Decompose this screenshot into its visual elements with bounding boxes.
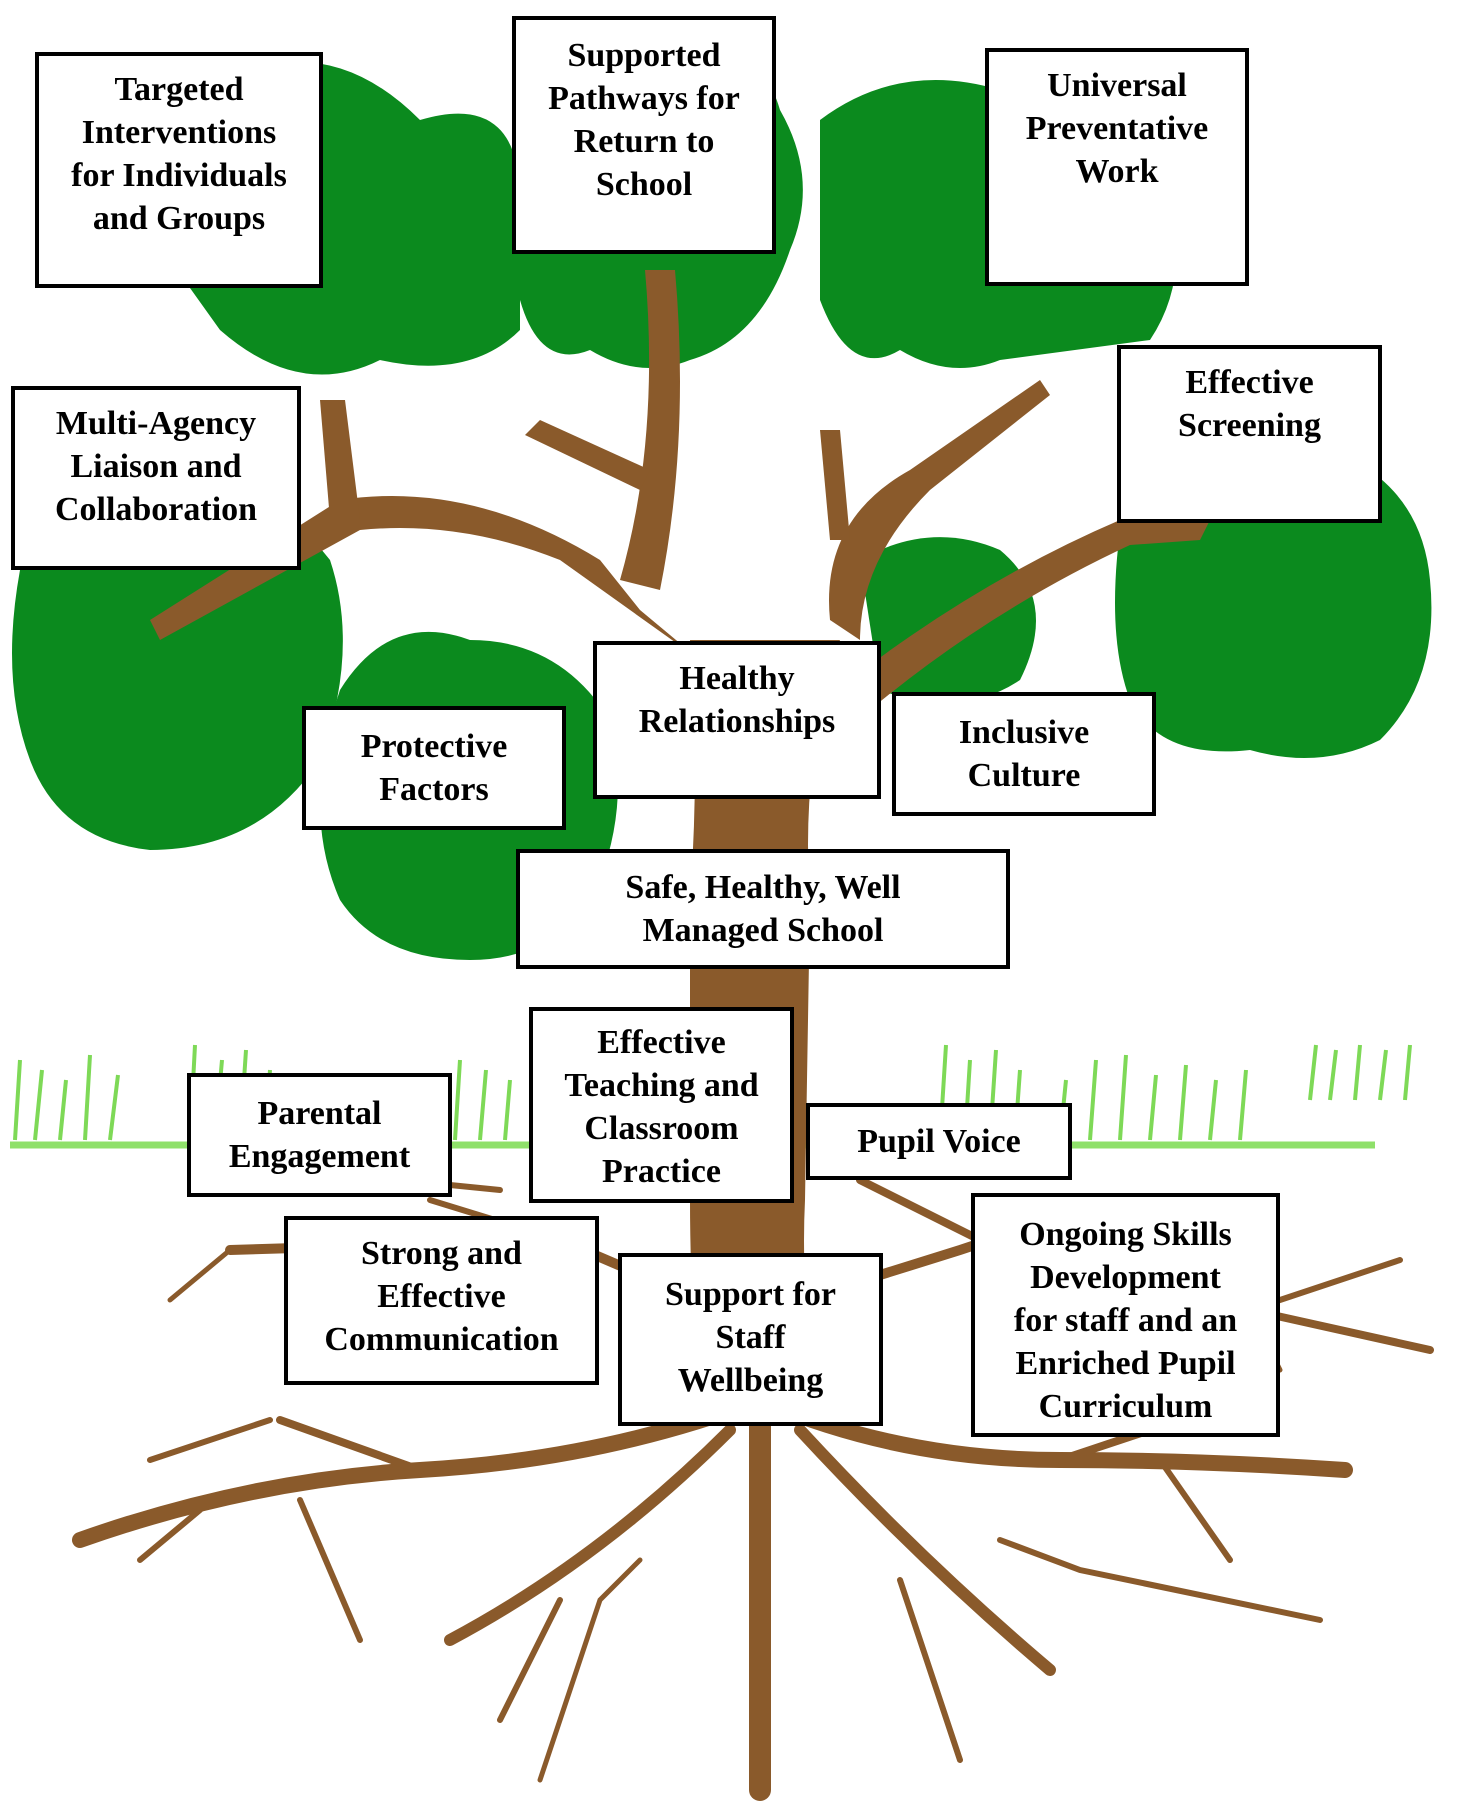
box-effective-teaching: Effective Teaching and Classroom Practic… — [529, 1007, 794, 1203]
box-parental-engagement: Parental Engagement — [187, 1073, 452, 1197]
box-strong-communication: Strong and Effective Communication — [284, 1216, 599, 1385]
box-safe-healthy-school: Safe, Healthy, Well Managed School — [516, 849, 1010, 969]
box-staff-wellbeing: Support for Staff Wellbeing — [618, 1253, 883, 1426]
box-multi-agency-liaison: Multi-Agency Liaison and Collaboration — [11, 386, 301, 570]
box-inclusive-culture: Inclusive Culture — [892, 692, 1156, 816]
box-protective-factors: Protective Factors — [302, 706, 566, 830]
box-healthy-relationships: Healthy Relationships — [593, 641, 881, 799]
box-pupil-voice: Pupil Voice — [806, 1103, 1072, 1180]
box-effective-screening: Effective Screening — [1117, 345, 1382, 523]
box-universal-preventative-work: Universal Preventative Work — [985, 48, 1249, 286]
box-ongoing-skills-development: Ongoing Skills Development for staff and… — [971, 1193, 1280, 1437]
box-targeted-interventions: Targeted Interventions for Individuals a… — [35, 52, 323, 288]
box-supported-pathways: Supported Pathways for Return to School — [512, 16, 776, 254]
